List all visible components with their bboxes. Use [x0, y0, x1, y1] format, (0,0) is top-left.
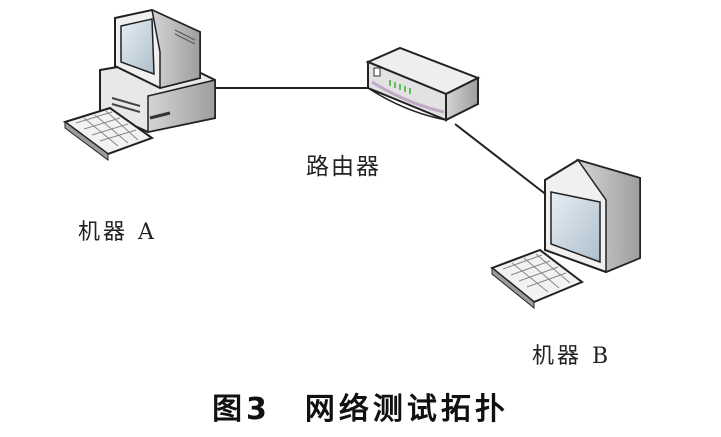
link-router-machine-b [454, 123, 549, 197]
router-icon [365, 46, 481, 122]
machine-b-label: 机器 B [532, 344, 612, 369]
machine-a-label: 机器 A [78, 220, 157, 245]
figure-caption: 图3 网络测试拓扑 [212, 392, 509, 427]
machine-b-computer-icon [490, 158, 641, 310]
machine-a-computer-icon [62, 8, 216, 161]
router-label: 路由器 [306, 154, 381, 180]
